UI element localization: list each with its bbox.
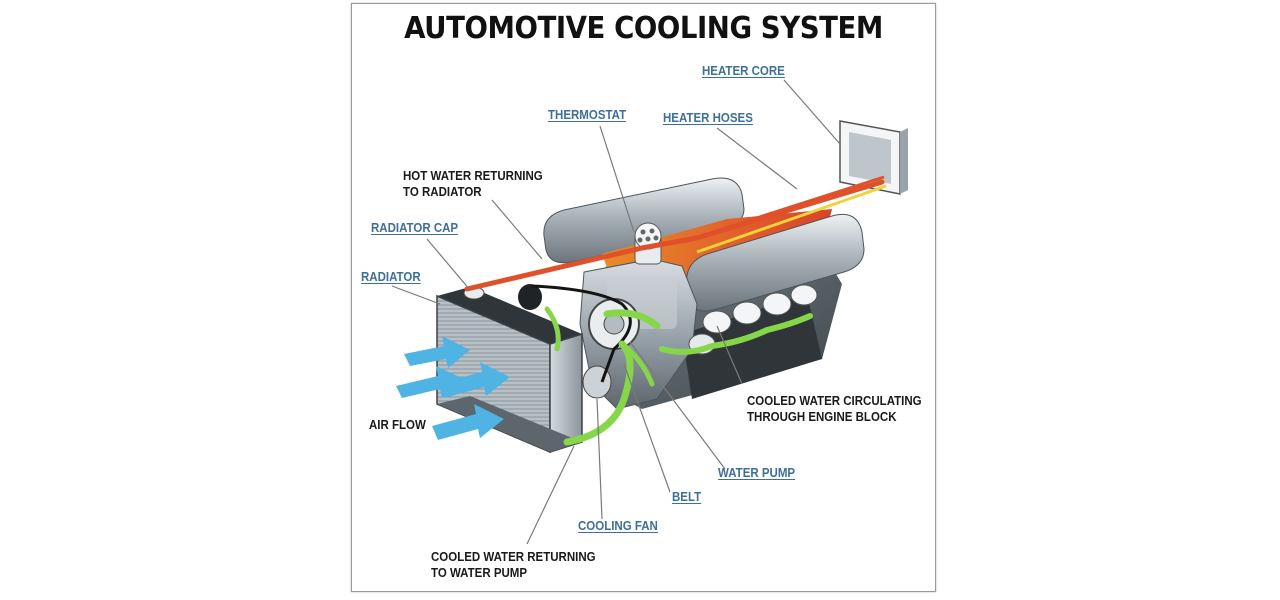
- label-thermostat: THERMOSTAT: [548, 108, 627, 122]
- label-cooled-return-line1: COOLED WATER RETURNING: [431, 550, 596, 564]
- spark-plug-row: [688, 284, 818, 355]
- hot-hose: [464, 179, 885, 292]
- diagram-title: AUTOMOTIVE COOLING SYSTEM: [404, 11, 883, 46]
- label-cooled-circ-line2: THROUGH ENGINE BLOCK: [747, 410, 897, 424]
- coolant-flow-green: [544, 306, 813, 446]
- drive-belt: [531, 284, 632, 383]
- label-hot-water-line2: TO RADIATOR: [403, 185, 482, 199]
- cooling-system-illustration: [391, 79, 908, 545]
- label-radiator-cap: RADIATOR CAP: [371, 221, 459, 235]
- label-water-pump: WATER PUMP: [718, 466, 796, 480]
- label-heater-hoses: HEATER HOSES: [663, 111, 753, 125]
- label-radiator: RADIATOR: [361, 270, 421, 284]
- cylinder-head-rear: [543, 177, 745, 264]
- label-cooled-return-line2: TO WATER PUMP: [431, 566, 528, 580]
- label-hot-water-returning: HOT WATER RETURNING TO RADIATOR: [403, 168, 543, 200]
- heater-core-box: [839, 120, 908, 195]
- airflow-arrows: [396, 336, 510, 440]
- label-belt: BELT: [672, 490, 702, 504]
- leader-lines: [391, 79, 841, 545]
- cylinder-head-front: [686, 213, 865, 312]
- label-hot-water-line1: HOT WATER RETURNING: [403, 169, 543, 183]
- label-air-flow: AIR FLOW: [369, 418, 426, 432]
- label-cooled-circ-line1: COOLED WATER CIRCULATING: [747, 394, 922, 408]
- diagram-frame: AUTOMOTIVE COOLING SYSTEM HEATER CORE TH…: [351, 3, 936, 592]
- label-cooled-water-circulating: COOLED WATER CIRCULATING THROUGH ENGINE …: [747, 393, 922, 425]
- heater-hoses-lines: [681, 175, 887, 254]
- label-cooling-fan: COOLING FAN: [578, 519, 658, 533]
- label-cooled-water-returning: COOLED WATER RETURNING TO WATER PUMP: [431, 549, 596, 581]
- label-heater-core: HEATER CORE: [702, 64, 785, 78]
